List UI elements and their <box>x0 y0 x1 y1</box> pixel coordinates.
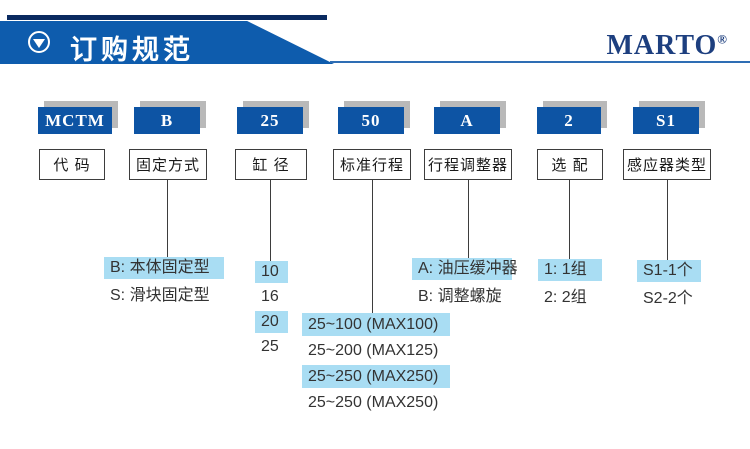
label-fixing: 固定方式 <box>129 149 207 180</box>
option-row: 10 <box>255 261 288 283</box>
label-option: 选 配 <box>537 149 603 180</box>
options-sensor: S1-1个 S2-2个 <box>637 260 701 310</box>
label-adjuster: 行程调整器 <box>424 149 512 180</box>
code-box-option: 2 <box>537 107 601 134</box>
connector-bore <box>270 180 271 261</box>
code-box-bore: 25 <box>237 107 303 134</box>
option-row: 2: 2组 <box>544 289 587 306</box>
option-row: S1-1个 <box>637 260 701 282</box>
brand-logo: MARTO® <box>606 30 728 62</box>
connector-adjuster <box>468 180 469 259</box>
connector-fixing <box>167 180 168 257</box>
option-row: 1: 1组 <box>538 259 602 281</box>
option-row: B: 调整螺旋 <box>418 288 502 305</box>
triangle-down-icon <box>28 31 50 53</box>
header-rule <box>330 61 750 63</box>
options-bore: 10 16 20 25 <box>255 261 288 358</box>
code-box-mctm: MCTM <box>38 107 112 134</box>
options-stroke: 25~100 (MAX100) 25~200 (MAX125) 25~250 (… <box>302 313 450 414</box>
option-row: 25~100 (MAX100) <box>302 313 450 336</box>
label-bore: 缸 径 <box>235 149 307 180</box>
options-fixing: B: 本体固定型 S: 滑块固定型 <box>104 257 224 307</box>
option-row: 16 <box>261 288 279 305</box>
option-row: 25~250 (MAX250) <box>302 365 450 388</box>
option-row: S: 滑块固定型 <box>110 287 210 304</box>
label-sensor: 感应器类型 <box>623 149 711 180</box>
option-row: 25~200 (MAX125) <box>308 341 439 359</box>
options-adjuster: A: 油压缓冲器 B: 调整螺旋 <box>412 258 518 308</box>
label-stroke: 标准行程 <box>333 149 411 180</box>
option-row: A: 油压缓冲器 <box>412 258 518 280</box>
connector-stroke <box>372 180 373 314</box>
code-box-adjuster: A <box>434 107 500 134</box>
option-row: 20 <box>255 311 288 333</box>
label-code: 代 码 <box>39 149 105 180</box>
option-row: 25 <box>261 338 279 355</box>
code-box-stroke: 50 <box>338 107 404 134</box>
page-title: 订购规范 <box>70 35 194 65</box>
option-row: 25~250 (MAX250) <box>308 393 439 411</box>
option-row: B: 本体固定型 <box>104 257 224 279</box>
connector-sensor <box>667 180 668 261</box>
brand-text: MARTO <box>606 30 718 61</box>
code-box-sensor: S1 <box>633 107 699 134</box>
header-accent-strip <box>7 15 327 20</box>
code-box-fixing: B <box>134 107 200 134</box>
registered-mark: ® <box>717 31 728 47</box>
options-option: 1: 1组 2: 2组 <box>538 259 602 309</box>
option-row: S2-2个 <box>643 290 693 307</box>
connector-option <box>569 180 570 260</box>
